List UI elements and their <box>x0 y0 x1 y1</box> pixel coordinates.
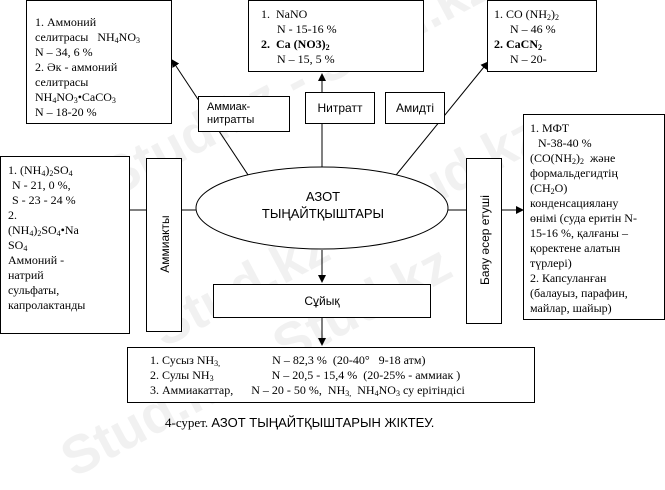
category-liquid: Сұйық <box>213 284 431 318</box>
category-amide: Амидті <box>385 92 445 124</box>
center-title: АЗОТ ТЫҢАЙТҚЫШТАРЫ <box>261 189 385 221</box>
figure-caption: 4-сурет. АЗОТ ТЫҢАЙТҚЫШТАРЫН ЖІКТЕУ. <box>165 415 435 430</box>
center-ellipse <box>195 166 449 250</box>
ammonium-nitrate-box: 1. Аммоний селитрасы NH4NO3 N – 34, 6 % … <box>26 0 172 124</box>
ammonium-sulfate-box: 1. (NH4)2SO4 N - 21, 0 %, S - 23 - 24 % … <box>0 156 130 334</box>
category-ammonia: Аммиакты <box>146 158 182 332</box>
category-slow-release: Баяу әсер етуші <box>466 158 502 324</box>
amide-box: 1. CO (NH2)2 N – 46 % 2. CaCN2 N – 20- <box>487 0 597 72</box>
category-ammonium-nitrate: Аммиак- нитратты <box>198 96 290 132</box>
liquid-details-box: 1. Сусыз NH3,N – 82,3 % (20-40° 9-18 атм… <box>127 347 535 403</box>
nitrate-box: 1. NaNO N - 15-16 % 2. Ca (NO3)2 N – 15,… <box>248 0 424 72</box>
category-nitrate: Нитратт <box>305 92 375 124</box>
slow-release-box: 1. МФТ N-38-40 % (CO(NH2)2 және формальд… <box>523 114 665 320</box>
connector-arrows <box>119 59 524 346</box>
